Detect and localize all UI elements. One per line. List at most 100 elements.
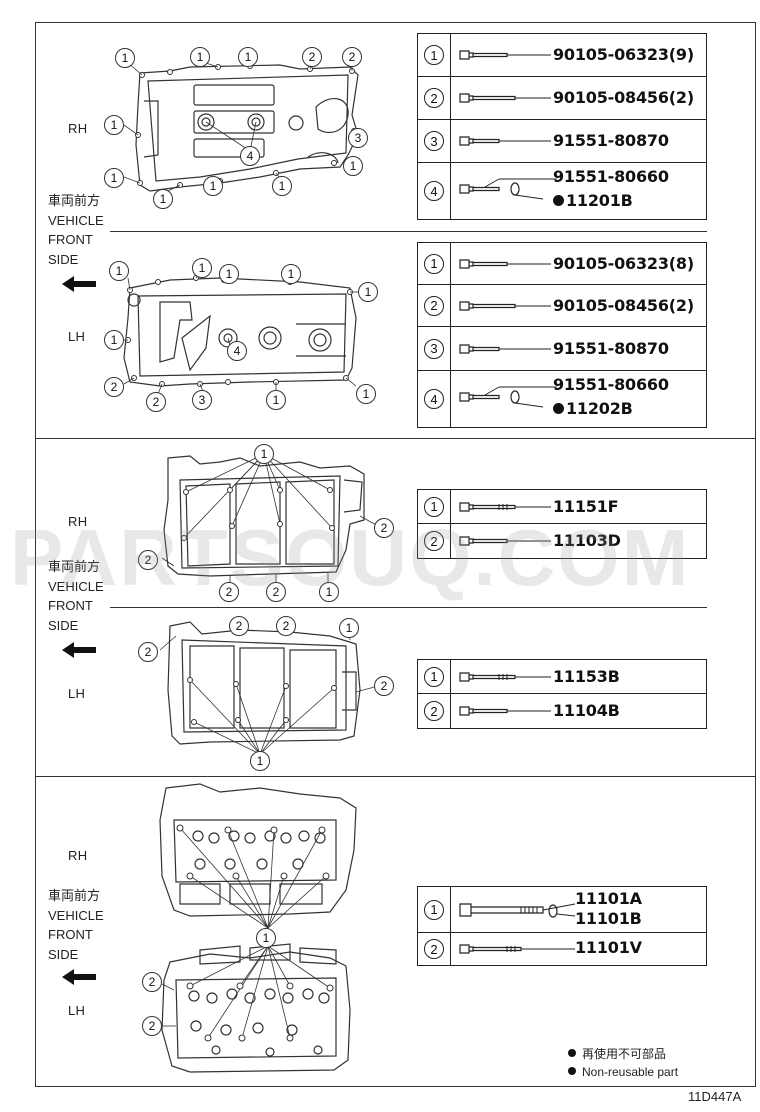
- section-divider: [35, 438, 756, 439]
- callout-bolt-1: 1: [104, 168, 124, 188]
- part-number: 11101B: [575, 909, 642, 928]
- non-reusable-dot-icon: [568, 1067, 576, 1075]
- bolt-icon: [459, 944, 575, 954]
- bolt-icon: [459, 903, 576, 918]
- table-row: 2 11104B: [418, 694, 706, 728]
- washer-icon: [510, 390, 520, 404]
- table-row: 4 91551-80660 11201B: [418, 163, 706, 219]
- callout-bolt-3: 3: [192, 390, 212, 410]
- callout-bolt-2: 2: [142, 1016, 162, 1036]
- table-row: 1 11101A 11101B: [418, 887, 706, 933]
- rh-label: RH: [68, 514, 88, 529]
- callout-bolt-2: 2: [276, 616, 296, 636]
- callout-bolt-1: 1: [104, 115, 124, 135]
- bolt-icon: [459, 136, 551, 146]
- item-number: 3: [424, 131, 444, 151]
- part-number: 90105-08456(2): [553, 296, 694, 315]
- part-number: 90105-06323(8): [553, 254, 694, 273]
- callout-bolt-1: 1: [153, 189, 173, 209]
- rh-label: RH: [68, 848, 88, 863]
- bolt-icon: [459, 672, 551, 682]
- part-number: 11153B: [553, 667, 620, 686]
- rh-label: RH: [68, 121, 88, 136]
- non-reusable-dot-icon: [553, 403, 564, 414]
- table-row: 1 90105-06323(9): [418, 34, 706, 77]
- callout-bolt-2: 2: [302, 47, 322, 67]
- washer-icon: [548, 904, 558, 918]
- callout-bolt-1: 1: [343, 156, 363, 176]
- callout-bolt-2: 2: [138, 642, 158, 662]
- item-number: 3: [424, 338, 444, 359]
- callout-bolt-2: 2: [374, 676, 394, 696]
- callout-bolt-1: 1: [319, 582, 339, 602]
- part-number: 91551-80870: [553, 339, 669, 358]
- callout-bolt-2: 2: [104, 377, 124, 397]
- non-reusable-dot-icon: [568, 1049, 576, 1057]
- callout-bolt-1: 1: [281, 264, 301, 284]
- rh-cylinder-head-cover-drawing: [123, 60, 359, 194]
- part-number: 91551-80660: [553, 375, 669, 394]
- part-number-non-reusable: 11202B: [553, 399, 633, 418]
- lh-label: LH: [68, 1003, 86, 1018]
- callout-bolt-1: 1: [192, 258, 212, 278]
- part-number: 11101V: [575, 938, 642, 957]
- bolt-icon: [459, 502, 551, 512]
- item-number: 1: [424, 899, 444, 920]
- callout-bolt-3: 3: [348, 128, 368, 148]
- bolt-icon: [459, 93, 551, 103]
- callout-bolt-1: 1: [358, 282, 378, 302]
- bolt-icon: [459, 344, 551, 354]
- callout-bolt-2: 2: [229, 616, 249, 636]
- table-row: 1 11151F: [418, 490, 706, 524]
- callout-bolt-1: 1: [203, 176, 223, 196]
- callout-bolt-1: 1: [238, 47, 258, 67]
- diagram-code: 11D447A: [688, 1089, 742, 1104]
- item-number: 2: [424, 88, 444, 108]
- bolt-icon: [459, 178, 557, 200]
- callout-bolt-1: 1: [254, 444, 274, 464]
- callout-bolt-2: 2: [138, 550, 158, 570]
- cylinder-head-bolt-table: 1 11101A 11101B 2 11101V: [417, 886, 707, 966]
- bolt-icon: [459, 386, 557, 408]
- non-reusable-dot-icon: [553, 195, 564, 206]
- table-row: 1 11153B: [418, 660, 706, 694]
- callout-bolt-2: 2: [219, 582, 239, 602]
- item-number: 2: [424, 701, 444, 721]
- callout-bolt-1: 1: [272, 176, 292, 196]
- table-row: 2 11103D: [418, 524, 706, 558]
- item-number: 4: [424, 389, 444, 409]
- table-row: 3 91551-80870: [418, 327, 706, 371]
- bolt-icon: [459, 706, 551, 716]
- part-number: 11151F: [553, 497, 619, 516]
- item-number: 1: [424, 496, 444, 517]
- bolt-icon: [459, 301, 551, 311]
- callout-bolt-1: 1: [266, 390, 286, 410]
- callout-bolt-2: 2: [266, 582, 286, 602]
- callout-bolt-1: 1: [104, 330, 124, 350]
- item-number: 1: [424, 45, 444, 65]
- callout-bolt-2: 2: [146, 392, 166, 412]
- arrow-left-icon: [62, 969, 96, 985]
- part-number-non-reusable: 11201B: [553, 191, 633, 210]
- callout-bolt-2: 2: [374, 518, 394, 538]
- bolt-icon: [459, 259, 551, 269]
- part-number: 90105-08456(2): [553, 88, 694, 107]
- part-number: 91551-80870: [553, 131, 669, 150]
- callout-bolt-1: 1: [250, 751, 270, 771]
- part-number: 11101A: [575, 889, 642, 908]
- item-number: 1: [424, 253, 444, 274]
- part-number: 91551-80660: [553, 167, 669, 186]
- callout-bolt-1: 1: [339, 618, 359, 638]
- part-number: 11104B: [553, 701, 620, 720]
- section-divider: [35, 776, 756, 777]
- rh-cover-bolt-table: 1 90105-06323(9) 2 90105-08456(2) 3 9155…: [417, 33, 707, 220]
- bolt-icon: [459, 536, 551, 546]
- part-number: 11103D: [553, 531, 621, 550]
- table-row: 2 90105-08456(2): [418, 285, 706, 327]
- callout-bolt-2: 2: [142, 972, 162, 992]
- table-row: 4 91551-80660 11202B: [418, 371, 706, 427]
- item-number: 2: [424, 939, 444, 959]
